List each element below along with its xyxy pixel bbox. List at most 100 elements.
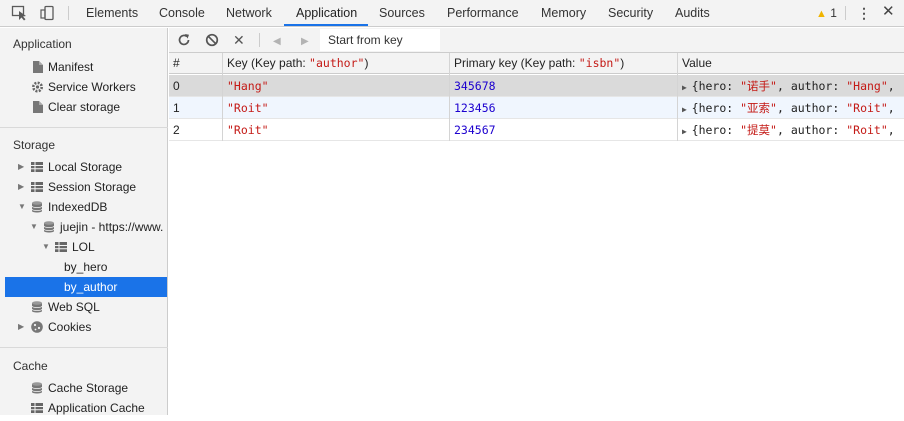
expand-arrow-icon[interactable]: ▶ — [682, 83, 692, 92]
collapse-arrow-icon[interactable]: ▼ — [30, 222, 38, 231]
sidebar-item-index-by-author[interactable]: by_author — [5, 277, 167, 297]
column-header-value[interactable]: Value — [682, 56, 712, 70]
expand-arrow-icon[interactable]: ▶ — [18, 182, 25, 191]
column-header-primary-key[interactable]: Primary key (Key path: "isbn") — [454, 53, 624, 74]
more-options-icon[interactable]: ⋮ — [857, 5, 871, 21]
row-index: 0 — [173, 79, 180, 93]
sidebar-item-local-storage[interactable]: ▶ Local Storage — [0, 157, 168, 177]
table-grid-icon — [30, 401, 43, 415]
row-key: "Roit" — [227, 123, 269, 137]
device-toolbar-icon[interactable] — [39, 5, 57, 21]
next-page-icon[interactable]: ▶ — [301, 36, 309, 47]
application-sidebar: Application Manifest Service Workers Cle… — [0, 28, 168, 415]
sidebar-item-label: Cookies — [48, 320, 92, 334]
sidebar-item-label: juejin - https://www. — [60, 220, 164, 234]
row-value[interactable]: ▶ {hero: "诺手", author: "Hang", — [682, 75, 904, 97]
row-index: 2 — [173, 123, 180, 137]
value-text: "亚索" — [740, 101, 777, 115]
close-icon[interactable]: ✕ — [882, 3, 895, 20]
value-text: "Roit" — [846, 123, 888, 137]
tab-elements[interactable]: Elements — [86, 6, 139, 20]
section-divider — [0, 347, 168, 348]
document-icon — [32, 60, 44, 74]
warnings-count: 1 — [830, 6, 837, 20]
tab-application[interactable]: Application — [296, 6, 358, 20]
key-path: "isbn" — [578, 56, 621, 70]
table-row[interactable]: 1 "Roit" 123456 ▶ {hero: "亚索", author: "… — [169, 97, 904, 119]
value-text: {hero: — [691, 123, 741, 137]
expand-arrow-icon[interactable]: ▶ — [18, 162, 25, 171]
previous-page-icon[interactable]: ◀ — [273, 36, 281, 47]
tab-console[interactable]: Console — [159, 6, 205, 20]
collapse-arrow-icon[interactable]: ▼ — [18, 202, 26, 211]
value-text: "Hang" — [846, 79, 888, 93]
value-text: {hero: — [691, 79, 741, 93]
sidebar-item-clear-storage[interactable]: Clear storage — [0, 97, 168, 117]
value-text: , author: — [776, 79, 847, 93]
indexeddb-toolbar: ✕ ◀ ▶ — [169, 28, 904, 53]
active-tab-indicator — [284, 24, 368, 26]
sidebar-item-web-sql[interactable]: Web SQL — [0, 297, 168, 317]
column-header-key[interactable]: Key (Key path: "author") — [227, 53, 368, 74]
key-path: "author" — [309, 56, 365, 70]
sidebar-item-manifest[interactable]: Manifest — [0, 57, 168, 77]
table-row[interactable]: 0 "Hang" 345678 ▶ {hero: "诺手", author: "… — [169, 75, 904, 97]
toolbar-divider — [845, 6, 846, 20]
tab-performance[interactable]: Performance — [447, 6, 519, 20]
sidebar-item-service-workers[interactable]: Service Workers — [0, 77, 168, 97]
table-grid-icon — [30, 180, 43, 194]
row-primary-key: 234567 — [454, 123, 496, 137]
column-divider[interactable] — [222, 53, 223, 141]
header-label: ) — [364, 56, 369, 70]
sidebar-item-label: Local Storage — [48, 160, 123, 174]
tab-network[interactable]: Network — [226, 6, 272, 20]
sidebar-item-cache-storage[interactable]: Cache Storage — [0, 378, 168, 398]
sidebar-item-indexeddb[interactable]: ▼ IndexedDB — [0, 197, 168, 217]
table-row[interactable]: 2 "Roit" 234567 ▶ {hero: "提莫", author: "… — [169, 119, 904, 141]
column-header-index[interactable]: # — [173, 56, 180, 70]
row-index: 1 — [173, 101, 180, 115]
sidebar-item-object-store[interactable]: ▼ LOL — [0, 237, 168, 257]
sidebar-item-session-storage[interactable]: ▶ Session Storage — [0, 177, 168, 197]
refresh-icon[interactable] — [177, 31, 191, 51]
gear-icon — [31, 80, 43, 94]
section-title-application: Application — [13, 37, 72, 51]
value-text: , author: — [776, 101, 847, 115]
expand-arrow-icon[interactable]: ▶ — [682, 105, 692, 114]
expand-arrow-icon[interactable]: ▶ — [682, 127, 692, 136]
clear-object-store-icon[interactable] — [205, 31, 219, 51]
column-divider[interactable] — [677, 53, 678, 141]
tab-audits[interactable]: Audits — [675, 6, 710, 20]
toolbar-divider — [68, 6, 69, 20]
row-key: "Roit" — [227, 101, 269, 115]
tab-memory[interactable]: Memory — [541, 6, 587, 20]
value-text: "提莫" — [740, 123, 777, 137]
sidebar-item-label: IndexedDB — [48, 200, 108, 214]
section-divider — [0, 127, 168, 128]
inspect-element-icon[interactable] — [11, 5, 29, 21]
row-value[interactable]: ▶ {hero: "亚索", author: "Roit", — [682, 97, 904, 119]
warnings-counter[interactable]: ▲ 1 — [816, 6, 837, 20]
table-header: # Key (Key path: "author") Primary key (… — [169, 53, 904, 74]
row-value[interactable]: ▶ {hero: "提莫", author: "Roit", — [682, 119, 904, 141]
start-from-key-input[interactable] — [320, 29, 440, 51]
value-text: , — [887, 79, 895, 93]
value-text: "诺手" — [740, 79, 777, 93]
sidebar-item-label: Session Storage — [48, 180, 137, 194]
sidebar-item-label: Web SQL — [48, 300, 100, 314]
sidebar-item-index-by-hero[interactable]: by_hero — [0, 257, 168, 277]
database-icon — [43, 220, 55, 234]
sidebar-item-label: Service Workers — [48, 80, 136, 94]
sidebar-item-cookies[interactable]: ▶ Cookies — [0, 317, 168, 337]
column-divider[interactable] — [449, 53, 450, 141]
value-text: {hero: — [691, 101, 741, 115]
delete-selected-icon[interactable]: ✕ — [233, 32, 245, 48]
sidebar-item-application-cache[interactable]: Application Cache — [0, 398, 168, 418]
tab-security[interactable]: Security — [608, 6, 654, 20]
value-text: , — [887, 123, 895, 137]
database-icon — [31, 381, 43, 395]
collapse-arrow-icon[interactable]: ▼ — [42, 242, 50, 251]
sidebar-item-database[interactable]: ▼ juejin - https://www. — [0, 217, 168, 237]
tab-sources[interactable]: Sources — [379, 6, 425, 20]
expand-arrow-icon[interactable]: ▶ — [18, 322, 25, 331]
